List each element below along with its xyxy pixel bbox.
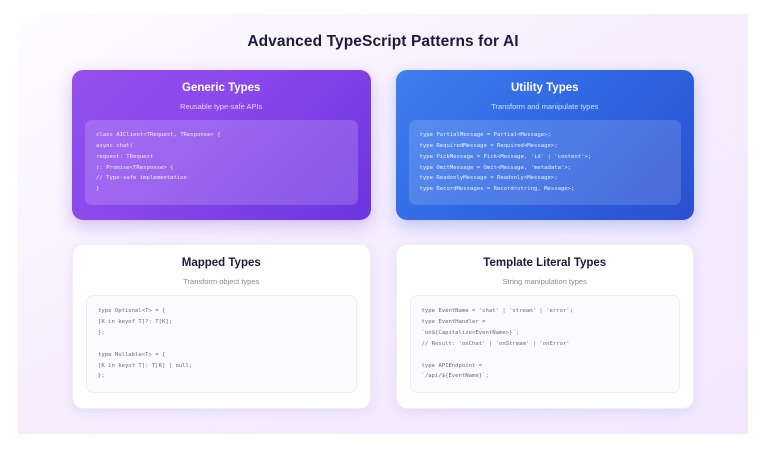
code-block: type EventName = 'chat' | 'stream' | 'er… <box>409 295 680 394</box>
code-block: type PartialMessage = Partial<Message>; … <box>408 119 681 206</box>
card-subtitle: String manipulation types <box>502 277 587 287</box>
card-header: Utility Types Transform and manipulate t… <box>396 70 695 120</box>
presentation-slide: Advanced TypeScript Patterns for AI Gene… <box>18 14 748 434</box>
card-subtitle: Transform object types <box>183 277 260 287</box>
card-title: Template Literal Types <box>483 257 607 270</box>
code-block: class AIClient<TRequest, TResponse> { as… <box>85 119 358 206</box>
card-header: Mapped Types Transform object types <box>73 245 370 295</box>
card-title: Mapped Types <box>181 257 261 270</box>
card-header: Generic Types Reusable type-safe APIs <box>72 70 371 120</box>
card-mapped-types[interactable]: Mapped Types Transform object types type… <box>72 244 371 410</box>
card-generic-types[interactable]: Generic Types Reusable type-safe APIs cl… <box>72 70 371 221</box>
card-title: Generic Types <box>182 82 261 94</box>
card-grid: Generic Types Reusable type-safe APIs cl… <box>72 70 695 410</box>
card-template-literal-types[interactable]: Template Literal Types String manipulati… <box>395 244 694 410</box>
card-subtitle: Transform and manipulate types <box>491 101 599 111</box>
card-subtitle: Reusable type-safe APIs <box>180 101 263 111</box>
card-title: Utility Types <box>510 82 579 94</box>
page-title: Advanced TypeScript Patterns for AI <box>247 33 519 50</box>
code-block: type Optional<T> = { [K in keyof T]?: T[… <box>86 295 357 394</box>
card-header: Template Literal Types String manipulati… <box>397 245 694 295</box>
card-utility-types[interactable]: Utility Types Transform and manipulate t… <box>395 70 695 221</box>
